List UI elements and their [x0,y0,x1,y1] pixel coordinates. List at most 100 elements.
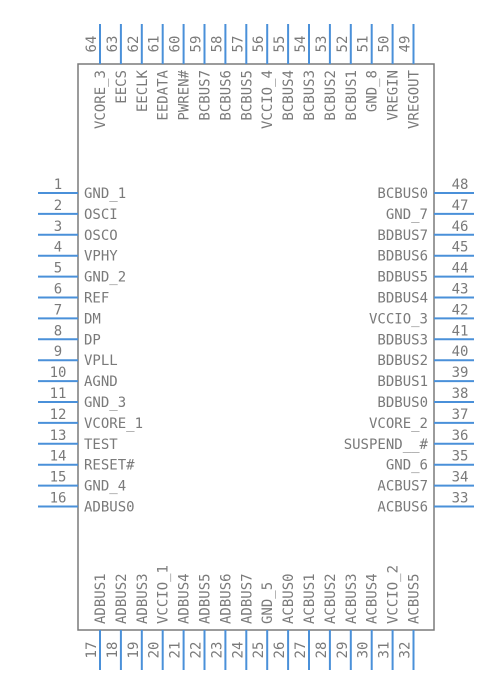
pin-number-61: 61 [147,36,163,53]
pin-number-41: 41 [452,323,469,339]
pin-name-54: BCBUS3 [302,70,318,121]
pin-name-13: TEST [84,437,118,453]
pin-name-20: VCCIO_1 [156,565,172,624]
pin-name-8: DP [84,332,101,348]
pin-name-55: BCBUS4 [281,70,297,121]
pin-number-2: 2 [54,198,62,214]
pin-number-44: 44 [452,261,469,277]
pin-number-7: 7 [54,302,62,318]
pin-name-51: GND_8 [365,70,381,112]
pin-number-55: 55 [272,36,288,53]
pin-number-58: 58 [209,36,225,53]
pin-number-20: 20 [147,642,163,659]
chip-body [77,63,435,631]
pin-number-32: 32 [398,642,414,659]
pin-number-62: 62 [126,36,142,53]
pin-name-18: ADBUS2 [114,573,130,624]
pin-name-17: ADBUS1 [93,573,109,624]
pin-number-63: 63 [105,36,121,53]
pin-number-53: 53 [314,36,330,53]
pin-name-2: OSCI [84,207,118,223]
pin-name-28: ACBUS2 [323,573,339,624]
pin-name-63: EECS [114,70,130,104]
pin-name-45: BDBUS6 [377,249,428,265]
pin-name-50: VREGIN [386,70,402,121]
pin-number-23: 23 [209,642,225,659]
pin-name-35: GND_6 [386,458,428,474]
pin-name-9: VPLL [84,353,118,369]
pin-number-34: 34 [452,470,469,486]
pin-name-58: BCBUS6 [218,70,234,121]
pin-number-56: 56 [251,36,267,53]
pin-number-64: 64 [84,36,100,53]
pin-number-16: 16 [50,491,67,507]
pin-name-44: BDBUS5 [377,270,428,286]
pin-number-60: 60 [168,36,184,53]
pin-name-49: VREGOUT [407,69,423,129]
pin-name-15: GND_4 [84,479,126,495]
pin-number-4: 4 [54,240,62,256]
pin-number-30: 30 [356,642,372,659]
pin-number-31: 31 [377,642,393,659]
pin-name-30: ACBUS4 [365,573,381,624]
pin-number-24: 24 [230,642,246,659]
pin-name-21: ADBUS4 [177,573,193,624]
pin-number-3: 3 [54,219,62,235]
pin-number-17: 17 [84,642,100,659]
pin-name-64: VCORE_3 [93,70,109,129]
pin-number-22: 22 [189,642,205,659]
pin-name-60: PWREN# [177,69,193,120]
pin-number-47: 47 [452,198,469,214]
pin-number-18: 18 [105,642,121,659]
pin-name-6: REF [84,291,109,307]
pin-name-48: BCBUS0 [377,186,428,202]
pin-name-47: GND_7 [386,207,428,223]
pin-name-62: EECLK [135,69,151,112]
pin-number-37: 37 [452,407,469,423]
pin-name-5: GND_2 [84,270,126,286]
pin-name-27: ACBUS1 [302,573,318,624]
pins-layer: 1GND_12OSCI3OSCO4VPHY5GND_26REF7DM8DP9VP… [38,24,474,670]
pin-name-61: EEDATA [156,69,172,120]
pin-number-29: 29 [335,642,351,659]
pin-number-39: 39 [452,365,469,381]
pin-number-11: 11 [50,386,67,402]
pin-name-32: ACBUS5 [407,573,423,624]
pin-number-1: 1 [54,177,62,193]
pin-name-1: GND_1 [84,186,126,202]
pin-name-56: VCCIO_4 [260,70,276,129]
pin-name-37: VCORE_2 [369,416,428,432]
pin-name-4: VPHY [84,249,118,265]
pin-number-19: 19 [126,642,142,659]
pin-number-50: 50 [377,36,393,53]
pin-name-34: ACBUS7 [377,479,428,495]
pin-number-57: 57 [230,36,246,53]
pin-name-43: BDBUS4 [377,291,428,307]
pin-name-40: BDBUS2 [377,353,428,369]
pin-name-42: VCCIO_3 [369,311,428,327]
pin-number-26: 26 [272,642,288,659]
pin-number-13: 13 [50,428,67,444]
pin-name-10: AGND [84,374,118,390]
pin-name-29: ACBUS3 [344,573,360,624]
pin-name-38: BDBUS0 [377,395,428,411]
pin-name-57: BCBUS5 [239,70,255,121]
pin-name-52: BCBUS1 [344,70,360,121]
pin-name-19: ADBUS3 [135,573,151,624]
pin-name-46: BDBUS7 [377,228,428,244]
pin-number-48: 48 [452,177,469,193]
pin-number-28: 28 [314,642,330,659]
pin-number-33: 33 [452,491,469,507]
pin-number-9: 9 [54,344,62,360]
pin-name-53: BCBUS2 [323,70,339,121]
pin-name-26: ACBUS0 [281,573,297,624]
pin-number-51: 51 [356,36,372,53]
pin-name-23: ADBUS6 [218,573,234,624]
pin-name-14: RESET# [84,458,135,474]
pin-number-45: 45 [452,240,469,256]
pin-number-8: 8 [54,323,62,339]
pin-number-14: 14 [50,449,67,465]
pin-name-22: ADBUS5 [198,573,214,624]
pin-number-54: 54 [293,36,309,53]
